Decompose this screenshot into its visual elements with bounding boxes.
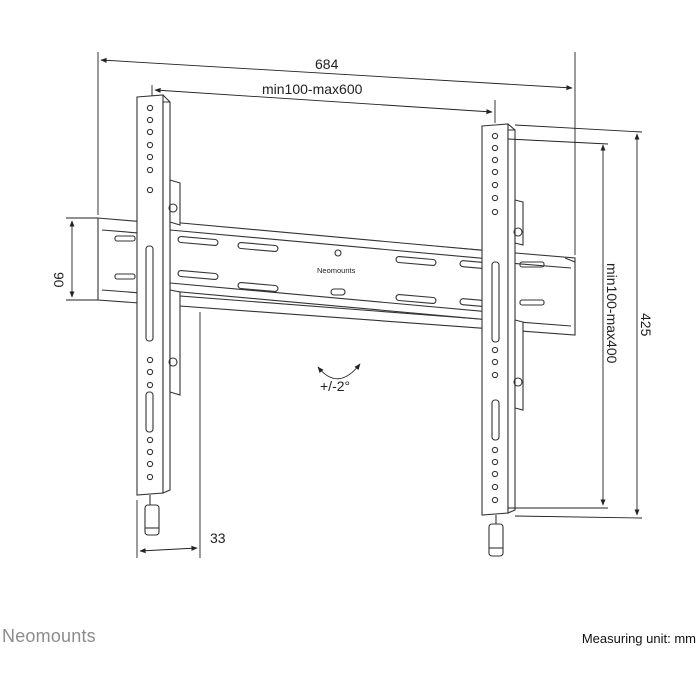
hole-pattern-horizontal-label: min100-max600 (262, 81, 363, 97)
mounting-hole (146, 460, 154, 468)
mounting-hole (491, 132, 499, 140)
mounting-hole (146, 473, 154, 481)
mounting-hole (146, 104, 154, 112)
mounting-hole (146, 186, 154, 194)
wall-distance-label: 33 (210, 530, 226, 546)
mounting-hole (491, 194, 499, 202)
measuring-unit-note: Measuring unit: mm (581, 631, 696, 646)
mounting-hole (491, 446, 499, 454)
mounting-hole (146, 368, 154, 376)
mounting-hole (491, 358, 499, 366)
dimension-lines (66, 52, 643, 558)
mounting-hole (491, 483, 499, 491)
right-vertical-strip (481, 123, 524, 557)
mounting-hole (491, 470, 499, 478)
overall-width-label: 684 (315, 56, 339, 72)
overall-height-label: 425 (638, 313, 654, 337)
mounting-hole (491, 371, 499, 379)
mounting-hole (491, 496, 499, 504)
mounting-hole (146, 381, 154, 389)
mounting-hole (146, 153, 154, 161)
hole-pattern-vertical-label: min100-max400 (604, 263, 620, 364)
mounting-hole (146, 356, 154, 364)
mounting-hole (491, 168, 499, 176)
footer-brand-logo: Neomounts (2, 626, 96, 646)
rail-height-label: 90 (51, 272, 67, 288)
mounting-hole (491, 156, 499, 164)
mounting-hole (491, 458, 499, 466)
left-vertical-strip (136, 94, 181, 536)
mounting-hole (146, 436, 154, 444)
mounting-hole (491, 346, 499, 354)
mounting-hole (146, 128, 154, 136)
plate-logo: Neomounts (317, 266, 356, 275)
mounting-hole (146, 141, 154, 149)
mounting-hole (146, 166, 154, 174)
wall-plate (169, 221, 513, 323)
mounting-hole (146, 448, 154, 456)
mounting-hole (491, 208, 499, 216)
tilt-label: +/-2° (320, 378, 350, 394)
mounting-hole (491, 144, 499, 152)
mounting-hole (146, 116, 154, 124)
mounting-hole (491, 181, 499, 189)
